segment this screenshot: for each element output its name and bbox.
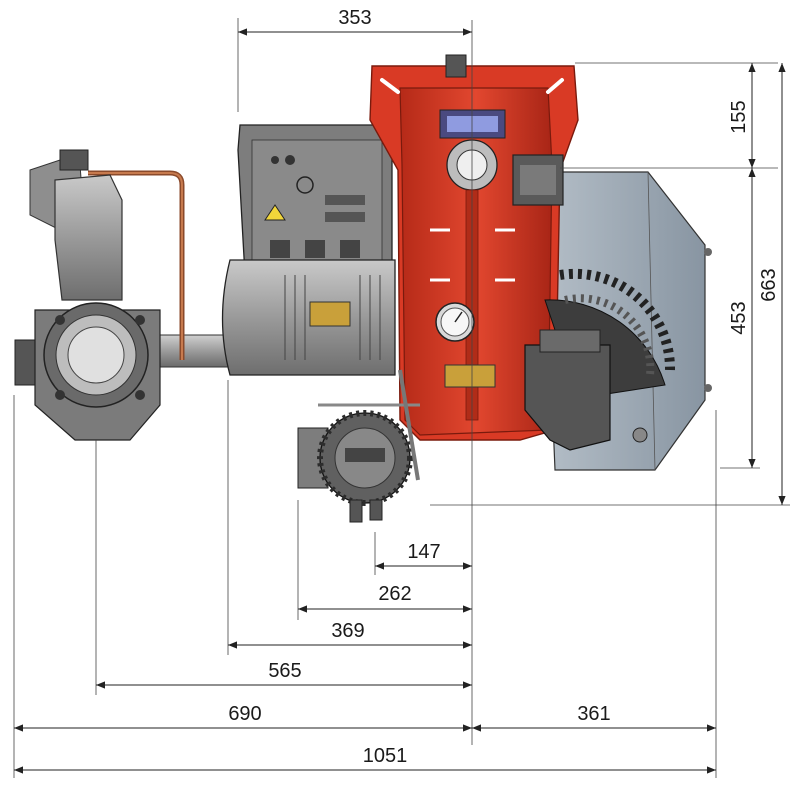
dim-label-453: 453 bbox=[728, 301, 750, 334]
control-panel bbox=[237, 124, 393, 276]
pressure-gauge bbox=[435, 302, 496, 388]
gas-valve bbox=[14, 149, 161, 441]
dim-label-361: 361 bbox=[577, 703, 610, 725]
dim-label-353: 353 bbox=[338, 7, 371, 29]
dim-label-262: 262 bbox=[378, 583, 411, 605]
dim-label-565: 565 bbox=[268, 660, 301, 682]
burner-illustration bbox=[14, 54, 712, 523]
air-damper-actuator bbox=[524, 329, 648, 451]
dim-label-690: 690 bbox=[228, 703, 261, 725]
dim-label-369: 369 bbox=[331, 620, 364, 642]
servo-module bbox=[512, 154, 564, 206]
dimension-lines: 353 155 453 663 147 262 369 565 690 361 … bbox=[13, 7, 790, 778]
dim-label-663: 663 bbox=[758, 268, 780, 301]
dim-label-147: 147 bbox=[407, 541, 440, 563]
dim-label-155: 155 bbox=[728, 100, 750, 133]
oil-pump bbox=[297, 369, 420, 523]
dim-label-1051: 1051 bbox=[363, 745, 408, 767]
motor bbox=[221, 259, 396, 376]
